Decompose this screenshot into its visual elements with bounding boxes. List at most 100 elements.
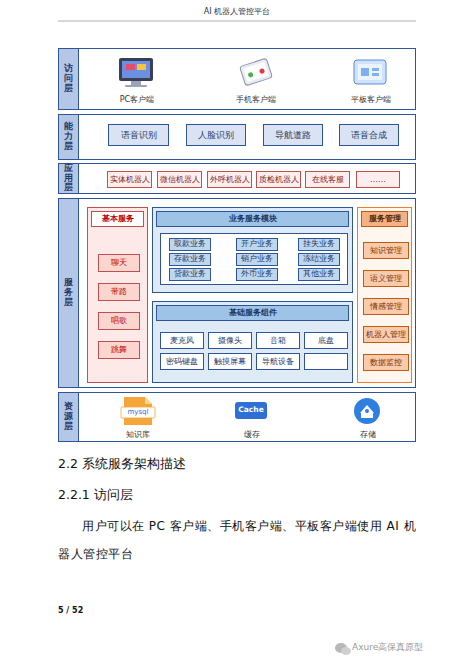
layer-label-column: 能力层: [59, 115, 79, 159]
icon-text: mysql: [121, 408, 155, 416]
box-label: 微信机器人: [160, 175, 200, 184]
service-box: 语音合成: [339, 124, 399, 146]
box-label: 触摸屏幕: [214, 357, 246, 366]
group-panel: 业务服务模块取款业务开户业务挂失业务存款业务销户业务冻结业务贷款业务外币业务其他…: [152, 207, 353, 293]
service-box: 语义管理: [363, 270, 409, 287]
icon-caption: 缓存: [222, 429, 282, 441]
service-box: 带路: [98, 283, 140, 301]
panel-header: 业务服务模块: [156, 211, 349, 227]
layer-name: 应用层: [64, 164, 73, 194]
group-panel: 基础服务组件麦克风 摄像头 音箱 底盘密码键盘 触摸屏幕 导航设备: [152, 301, 353, 383]
service-box: 数据监控: [363, 354, 409, 371]
header-rule: [58, 21, 416, 22]
box-label: 冻结业务: [303, 255, 335, 264]
service-box: 摄像头: [208, 332, 252, 349]
box-label: 贷款业务: [174, 270, 206, 279]
panel-header: 服务管理: [361, 211, 408, 227]
service-box: 语音识别: [108, 124, 169, 146]
layer-band: 访问层 PC客户端 手机客户端 平板客户端: [58, 48, 416, 110]
service-box: 导航道路: [263, 124, 323, 146]
box-label: 知识库: [126, 430, 150, 439]
box-label: 开户业务: [241, 240, 273, 249]
box-label: 情感管理: [370, 302, 402, 311]
layer-band: 服务层基本服务聊天带路唱歌跳舞业务服务模块取款业务开户业务挂失业务存款业务销户业…: [58, 198, 416, 388]
box-label: 导航设备: [262, 357, 294, 366]
box-label: 机器人管理: [366, 330, 406, 339]
box-label: 导航道路: [275, 130, 311, 140]
service-box: 冻结业务: [298, 253, 340, 266]
box-label: 唱歌: [111, 316, 127, 325]
service-box: 人脸识别: [186, 124, 246, 146]
service-box: 麦克风: [160, 332, 204, 349]
group-panel: 基本服务聊天带路唱歌跳舞: [87, 207, 148, 383]
service-box: 触摸屏幕: [208, 353, 252, 370]
icon-caption: 知识库: [108, 429, 168, 441]
page-number: 5 / 52: [58, 606, 138, 616]
box-label: 质检机器人: [259, 175, 299, 184]
box-label: 知识管理: [370, 246, 402, 255]
subsection-heading: 2.2.1 访问层: [58, 487, 418, 502]
service-box: 底盘: [304, 332, 348, 349]
service-box: 开户业务: [236, 238, 278, 251]
watermark-icon: [335, 643, 351, 655]
service-box: 取款业务: [169, 238, 211, 251]
box-label: 外币业务: [241, 270, 273, 279]
service-box: 挂失业务: [298, 238, 340, 251]
service-box: 唱歌: [98, 312, 140, 330]
box-label: 存款业务: [174, 255, 206, 264]
icon-caption: 手机客户端: [221, 93, 291, 106]
service-box: 贷款业务: [169, 268, 211, 281]
box-label: 销户业务: [241, 255, 273, 264]
panel-title: 基础服务组件: [229, 308, 277, 317]
pc-icon: [119, 58, 153, 87]
service-box: 机器人管理: [363, 326, 409, 343]
box-label: 缓存: [244, 430, 260, 439]
box-label: 底盘: [318, 336, 334, 345]
layer-band: 应用层实体机器人微信机器人外呼机器人质检机器人在线客服……: [58, 163, 416, 194]
layer-band: 资源层知识库缓存存储: [58, 392, 416, 442]
empty-cell: [304, 353, 348, 370]
box-label: 摄像头: [218, 336, 242, 345]
icon-caption: 存储: [338, 429, 398, 441]
service-box: 情感管理: [363, 298, 409, 315]
box-label: 平板客户端: [351, 95, 391, 104]
service-box: 微信机器人: [157, 171, 202, 188]
icon-text: Cache: [235, 405, 267, 414]
page-header: AI 机器人管控平台: [58, 6, 416, 17]
cache-icon: [235, 402, 267, 419]
service-box: 跳舞: [98, 341, 140, 359]
box-label: 挂失业务: [303, 240, 335, 249]
panel-header: 基本服务: [91, 211, 144, 227]
box-label: 跳舞: [111, 345, 127, 354]
panel-title: 业务服务模块: [229, 214, 277, 223]
box-label: 音箱: [270, 336, 286, 345]
layer-name: 服务层: [64, 278, 73, 308]
box-label: 带路: [111, 287, 127, 296]
box-label: 实体机器人: [110, 175, 150, 184]
box-label: 在线客服: [312, 175, 344, 184]
paragraph: 用户可以在 PC 客户端、手机客户端、平板客户端使用 AI 机器人管控平台: [58, 512, 420, 568]
box-label: 人脸识别: [198, 130, 234, 140]
layer-name: 能力层: [64, 122, 73, 152]
service-box: 实体机器人: [107, 171, 152, 188]
panel-title: 服务管理: [369, 214, 401, 223]
box-label: PC客户端: [120, 95, 154, 104]
box-label: 语义管理: [370, 274, 402, 283]
box-label: 外呼机器人: [210, 175, 250, 184]
group-panel: 服务管理知识管理语义管理情感管理机器人管理数据监控: [357, 207, 412, 383]
panel-header: 基础服务组件: [156, 305, 349, 321]
layer-name: 访问层: [64, 64, 73, 94]
icon-caption: 平板客户端: [336, 93, 406, 106]
layer-label-column: 访问层: [59, 49, 79, 109]
layer-band: 能力层 语音识别 人脸识别 导航道路 语音合成: [58, 114, 416, 160]
service-box: 导航设备: [256, 353, 300, 370]
service-box: 质检机器人: [256, 171, 301, 188]
service-box: 密码键盘: [160, 353, 204, 370]
box-label: 语音识别: [121, 130, 157, 140]
service-box: 销户业务: [236, 253, 278, 266]
service-box: 存款业务: [169, 253, 211, 266]
tablet-icon: [354, 60, 386, 84]
section-heading: 2.2 系统服务架构描述: [58, 456, 418, 471]
icon-caption: PC客户端: [102, 93, 172, 106]
